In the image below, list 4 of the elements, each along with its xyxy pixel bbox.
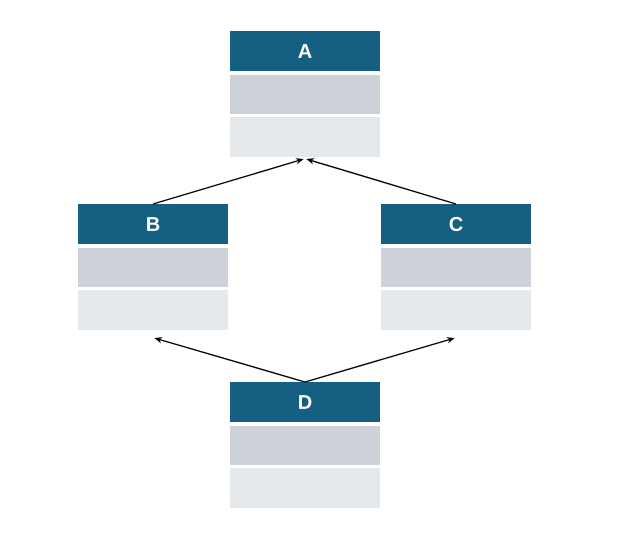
class-header: A bbox=[230, 31, 380, 71]
class-header: C bbox=[381, 204, 531, 244]
class-header: B bbox=[78, 204, 228, 244]
class-header: D bbox=[230, 382, 380, 422]
